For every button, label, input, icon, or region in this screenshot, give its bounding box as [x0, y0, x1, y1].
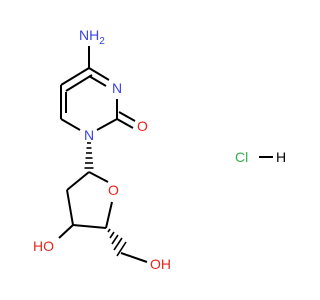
amine-label: NH2: [79, 27, 105, 47]
bond-c6-n1: [60, 118, 81, 131]
bond-c3-ho: [58, 224, 74, 239]
bond-n3-c4: [88, 67, 110, 81]
bond-c2-c3: [66, 189, 74, 226]
n3-label: N: [112, 80, 122, 96]
ring-oxygen-label: O: [108, 182, 119, 198]
hashed-bond-c4: [107, 228, 127, 257]
molecule-diagram: NH2 N N O O HO OH Cl H: [33, 27, 286, 272]
bond-c3-c4: [72, 224, 107, 229]
chlorine-label: Cl: [235, 149, 248, 165]
bond-c4-o: [105, 201, 113, 229]
bond-c2-o-double: [118, 111, 136, 122]
hydroxyl-left-label: HO: [33, 238, 54, 254]
bond-ch2-oh: [120, 252, 148, 263]
bond-c4-c5-double: [65, 74, 93, 92]
bond-c4-c5: [60, 67, 90, 86]
pyrimidine-ring: [60, 46, 136, 131]
carbonyl-oxygen-label: O: [137, 118, 148, 134]
hashed-bond-n1: [84, 142, 94, 169]
hydroxyl-right-label: OH: [150, 256, 171, 272]
bond-c1-c2: [66, 171, 90, 191]
bond-c2-o: [116, 118, 134, 129]
sugar-ring: [58, 171, 113, 239]
bond-n3-c4-double: [88, 75, 107, 87]
bond-n1-c2: [96, 118, 118, 131]
hydrogen-label: H: [276, 149, 286, 165]
n1-label: N: [84, 127, 94, 143]
bond-o-c1: [88, 171, 109, 183]
